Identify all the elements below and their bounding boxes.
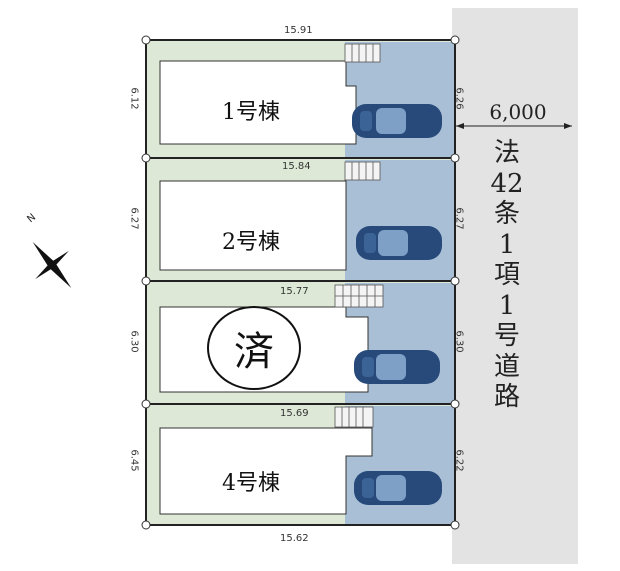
compass-icon — [32, 242, 72, 288]
road-classification-label: 法 42 条 1 項 1 号 道 路 — [487, 138, 527, 413]
car-icon — [354, 471, 442, 505]
lot-4-left-depth: 6.45 — [128, 449, 140, 472]
lot-1-left-depth: 6.12 — [128, 87, 140, 110]
lot-4-right-depth: 6.22 — [453, 449, 465, 472]
road-label-char: 1 — [498, 290, 516, 321]
lot-1-top-width: 15.91 — [284, 25, 313, 36]
road-label-char: 法 — [493, 138, 520, 168]
lot-2 — [145, 157, 456, 282]
lot-4 — [145, 403, 456, 526]
lot-1-name: 1号棟 — [222, 100, 280, 125]
car-icon — [354, 350, 440, 384]
sold-badge: 済 — [207, 306, 301, 390]
car-icon — [352, 104, 442, 138]
lot-1-right-depth: 6.26 — [453, 87, 465, 110]
lot-3-left-depth: 6.30 — [128, 330, 140, 353]
lot-4-bottom-width: 15.62 — [280, 533, 309, 544]
road-label-char: 道 — [493, 351, 520, 382]
road-label-char: 項 — [493, 260, 520, 290]
road-label-char: 号 — [493, 321, 520, 351]
road-strip — [452, 8, 578, 564]
stair-grid — [344, 43, 381, 63]
road-label-char: 1 — [498, 229, 516, 260]
lot-2-left-depth: 6.27 — [128, 207, 140, 230]
road-label-char: 条 — [493, 199, 520, 229]
road-width-label: 6,000 — [489, 100, 547, 124]
lot-3-right-depth: 6.30 — [453, 330, 465, 353]
lot-4-top-width: 15.69 — [280, 408, 309, 419]
car-icon — [356, 226, 442, 260]
lot-2-top-width: 15.84 — [282, 161, 311, 172]
lot-2-right-depth: 6.27 — [453, 207, 465, 230]
lot-2-name: 2号棟 — [222, 230, 280, 255]
road-width-arrow-left-icon — [456, 123, 464, 129]
road-width-arrow-right-icon — [564, 123, 572, 129]
lot-3-top-width: 15.77 — [280, 286, 309, 297]
road-label-char: 路 — [493, 382, 520, 412]
road-label-char: 42 — [490, 168, 524, 199]
lot-corner-markers — [141, 35, 460, 530]
lot-1 — [145, 39, 456, 159]
lot-4-name: 4号棟 — [222, 471, 280, 496]
